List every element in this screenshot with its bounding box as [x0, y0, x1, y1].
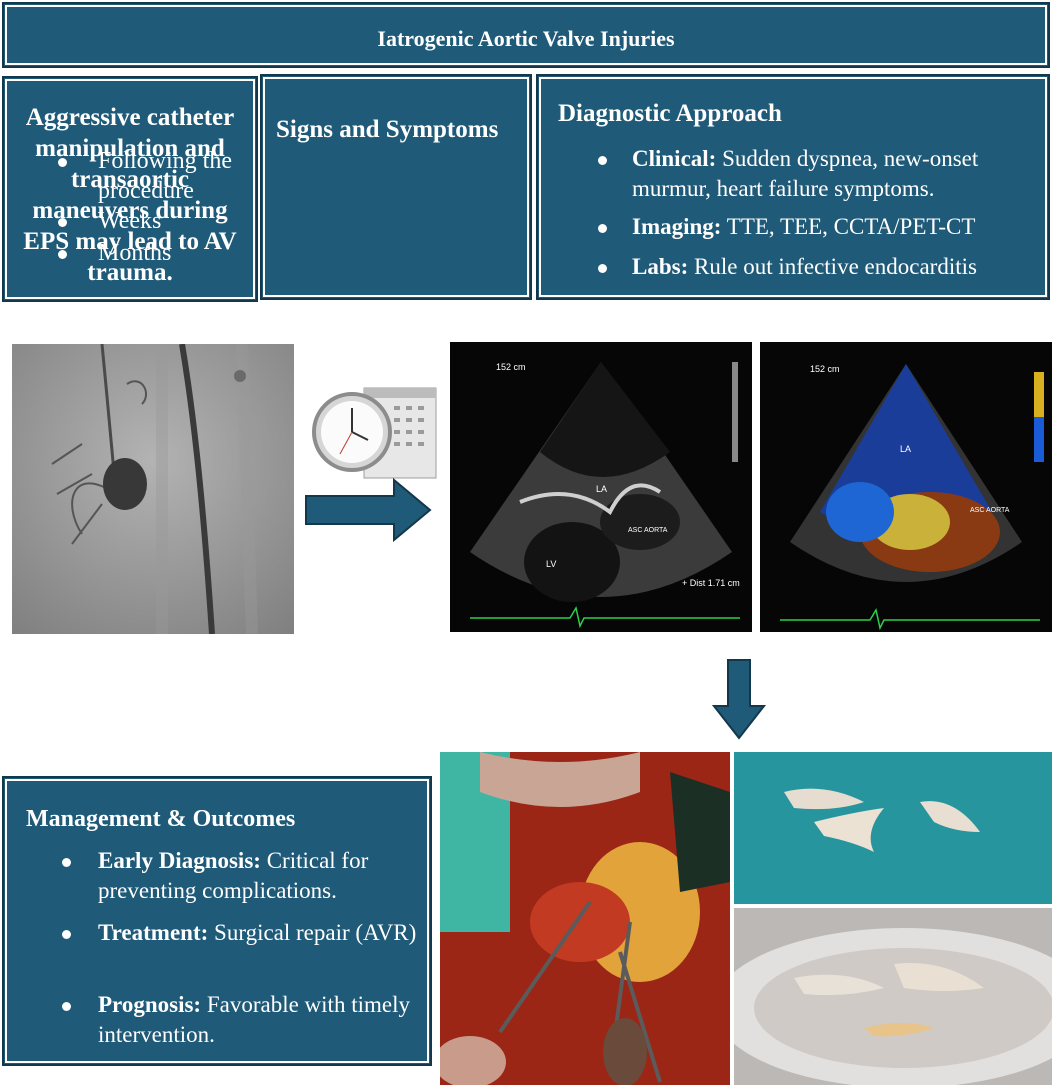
list-item-text: Following the procedure [98, 148, 233, 204]
echo-label-aorta: ASC AORTA [970, 507, 1010, 514]
bullet-icon [598, 224, 607, 233]
bullet-icon [62, 930, 71, 939]
echo-color-doppler-image: LA ASC AORTA 152 cm [760, 342, 1052, 632]
echo-angle: 152 cm [810, 364, 840, 374]
management-list: Early Diagnosis: Critical for preventing… [62, 846, 418, 1050]
item-lead: Prognosis: [98, 992, 202, 1017]
signs-title: Signs and Symptoms [276, 116, 499, 143]
bullet-icon [598, 156, 607, 165]
item-lead: Treatment: [98, 920, 209, 945]
bullet-icon [62, 858, 71, 867]
item-lead: Labs: [632, 254, 689, 279]
cause-text: Aggressive catheter manipulation and tra… [23, 104, 237, 286]
down-arrow-icon [712, 659, 766, 740]
bullet-icon [58, 218, 67, 227]
bullet-icon [598, 264, 607, 273]
cause-box: Aggressive catheter manipulation and tra… [2, 76, 258, 302]
echo-2d-image: LA LV ASC AORTA 152 cm + Dist 1.71 cm [450, 342, 752, 632]
clock-calendar-image [312, 374, 438, 490]
echo-dist: + Dist 1.71 cm [682, 578, 740, 588]
title-banner: Iatrogenic Aortic Valve Injuries [2, 2, 1050, 68]
list-item: Months [58, 238, 274, 268]
diagnostic-list: Clinical: Sudden dyspnea, new-onset murm… [598, 144, 1040, 282]
page-title: Iatrogenic Aortic Valve Injuries [377, 26, 675, 51]
list-item-text: Months [98, 240, 172, 266]
list-item: Treatment: Surgical repair (AVR) [62, 918, 418, 990]
diagnostic-title: Diagnostic Approach [558, 100, 782, 127]
list-item: Early Diagnosis: Critical for preventing… [62, 846, 418, 918]
list-item: Labs: Rule out infective endocarditis [598, 252, 1040, 282]
leaflets-dish-photo [734, 908, 1052, 1085]
echo-angle: 152 cm [496, 362, 526, 372]
diagnostic-box: Diagnostic Approach [536, 74, 1050, 300]
item-lead: Imaging: [632, 214, 722, 239]
list-item: Following the procedure [58, 146, 274, 206]
echo-label-la: LA [596, 484, 607, 494]
signs-list: Following the procedure Weeks Months [58, 146, 274, 268]
item-text: Sudden dyspnea, new-onset murmur, heart … [632, 146, 979, 201]
list-item: Imaging: TTE, TEE, CCTA/PET-CT [598, 212, 1040, 252]
management-box: Management & Outcomes [2, 776, 432, 1066]
item-text: Favorable with timely intervention. [98, 992, 410, 1047]
list-item-text: Weeks [98, 208, 162, 234]
item-text: Surgical repair (AVR) [208, 920, 417, 945]
list-item: Weeks [58, 206, 274, 238]
signs-box: Signs and Symptoms [260, 74, 532, 300]
management-title: Management & Outcomes [26, 806, 296, 832]
item-text: Rule out infective endocarditis [688, 254, 977, 279]
surgery-photo [440, 752, 730, 1085]
item-text: TTE, TEE, CCTA/PET-CT [721, 214, 976, 239]
excised-leaflets-photo [734, 752, 1052, 904]
item-lead: Clinical: [632, 146, 717, 171]
fluoroscopy-image [12, 344, 294, 634]
bullet-icon [58, 158, 67, 167]
item-text: Critical for preventing complications. [98, 848, 369, 903]
echo-label-aorta: ASC AORTA [628, 527, 668, 534]
list-item: Clinical: Sudden dyspnea, new-onset murm… [598, 144, 1040, 212]
list-item: Prognosis: Favorable with timely interve… [62, 990, 418, 1050]
bullet-icon [62, 1002, 71, 1011]
item-lead: Early Diagnosis: [98, 848, 261, 873]
echo-label-lv: LV [546, 559, 556, 569]
clock-icon [312, 392, 392, 472]
echo-label-la: LA [900, 444, 911, 454]
bullet-icon [58, 250, 67, 259]
right-arrow-icon [305, 478, 432, 542]
